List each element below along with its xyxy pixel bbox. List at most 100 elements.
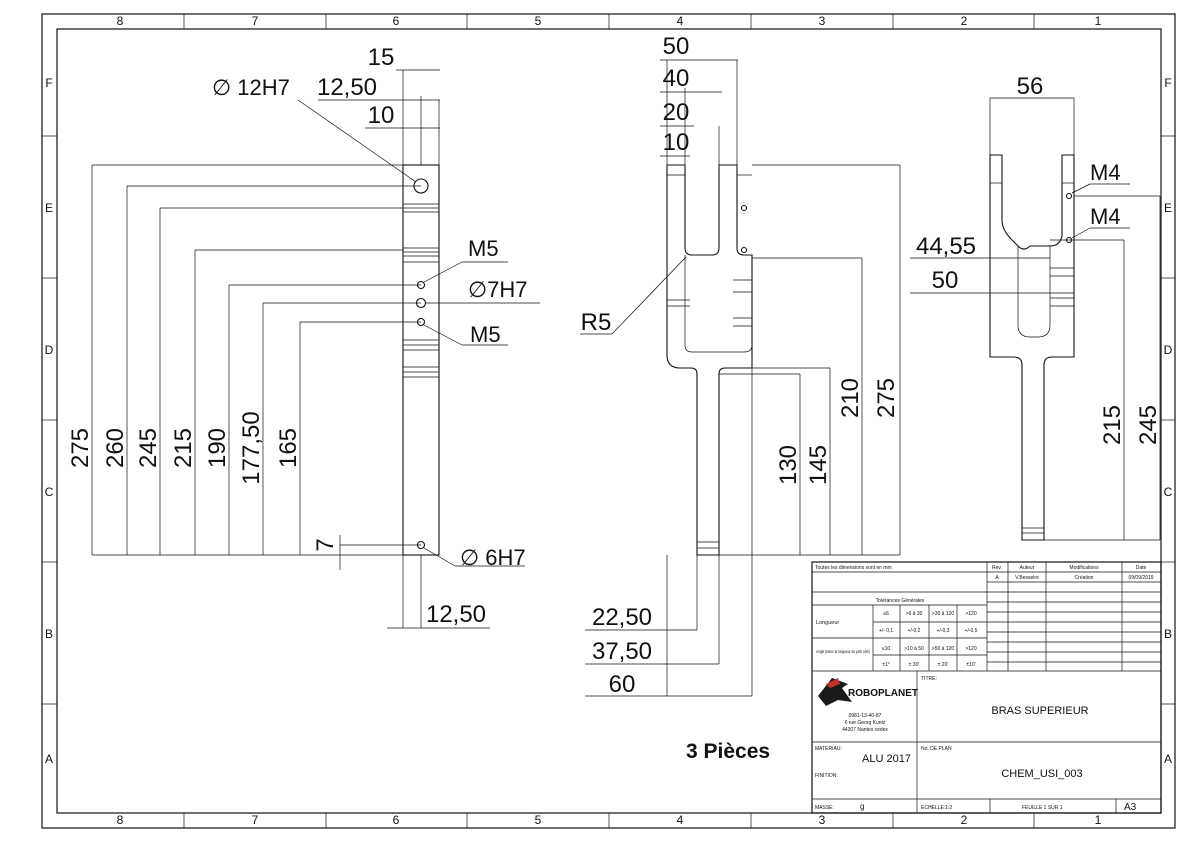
dim-7: 7 [312, 538, 339, 551]
angle-tol: ±10' [966, 662, 975, 668]
dim-50-right: 50 [932, 267, 959, 294]
col-label-top: 1 [1095, 14, 1102, 28]
feuille: FEUILLE 1 SUR 1 [1022, 805, 1063, 811]
auteur-header: Auteur [1020, 565, 1035, 571]
grid-ticks [42, 14, 1175, 828]
col-label-bottom: 3 [819, 813, 826, 827]
callout-m5-upper: M5 [468, 236, 499, 261]
dim-177-50: 177,50 [238, 411, 265, 484]
col-label-bottom: 5 [535, 813, 542, 827]
dim-12-50-bottom: 12,50 [426, 601, 486, 628]
left-view: 15 12,50 10 12,50 ∅ 12H7 M5 ∅7H7 M5 ∅ 6H… [67, 44, 540, 629]
rev-header: Rev. [992, 565, 1002, 571]
row-label-left: D [45, 343, 54, 357]
callout-m5-lower: M5 [470, 322, 501, 347]
dim-r5: R5 [581, 309, 612, 336]
company-name: ROBOPLANET [848, 688, 918, 699]
dim-56: 56 [1017, 73, 1044, 100]
callout-7h7: ∅7H7 [468, 277, 528, 302]
col-label-bottom: 1 [1095, 813, 1102, 827]
materiau-label: MATERIAU: [815, 746, 842, 752]
longueur-range: >6 à 30 [906, 611, 923, 617]
rev-value: A [995, 575, 999, 581]
row-label-right: F [1164, 76, 1171, 90]
date-value: 09/09/2019 [1128, 575, 1153, 581]
dim-145: 145 [805, 445, 832, 485]
angle-tol: ±1° [882, 662, 890, 668]
dim-22-50: 22,50 [592, 604, 652, 631]
finition-label: FINITION: [815, 773, 838, 779]
angle-range: >120 [965, 646, 976, 652]
dim-130: 130 [775, 445, 802, 485]
right-part-outline [989, 154, 1075, 541]
dim-50-mid: 50 [663, 33, 690, 60]
drawing-title: BRAS SUPERIEUR [991, 705, 1088, 717]
outer-frame [41, 13, 1176, 829]
angle-range: >10 à 50 [904, 646, 924, 652]
col-label-top: 7 [252, 14, 259, 28]
quantity-note: 3 Pièces [686, 740, 770, 763]
angle-label: Angle (selon la longueur du petit côté) [816, 649, 870, 654]
company-address-1: 6 rue Georg Kuntz [845, 720, 886, 726]
dim-15: 15 [368, 44, 395, 71]
angle-range: >50 à 120 [932, 646, 955, 652]
angle-range: ≤10 [882, 646, 891, 652]
longueur-tol: +/-0,2 [908, 628, 921, 634]
row-label-left: C [45, 485, 54, 499]
tolerances-title: Tolérances Générales [876, 598, 925, 604]
dim-215-right: 215 [1099, 405, 1126, 445]
col-label-bottom: 2 [961, 813, 968, 827]
row-label-left: F [45, 76, 52, 90]
dim-20-mid: 20 [663, 99, 690, 126]
dim-44-55: 44,55 [916, 233, 976, 260]
dim-40-mid: 40 [663, 65, 690, 92]
col-label-top: 2 [961, 14, 968, 28]
col-label-top: 6 [393, 14, 400, 28]
titre-label: TITRE: [921, 676, 937, 682]
longueur-tol: +/-0,3 [937, 628, 950, 634]
dim-165: 165 [275, 428, 302, 468]
col-label-bottom: 6 [393, 813, 400, 827]
left-part-outline [402, 164, 440, 556]
middle-view: 50 40 20 10 22,50 37,50 60 R5 130 145 21… [580, 33, 901, 698]
angle-tol: ± 30' [909, 662, 920, 668]
auteur-value: V.Besselre [1015, 575, 1039, 581]
col-label-top: 4 [677, 14, 684, 28]
row-label-right: D [1164, 343, 1173, 357]
dim-245-right: 245 [1135, 405, 1162, 445]
col-label-bottom: 4 [677, 813, 684, 827]
row-label-right: C [1164, 485, 1173, 499]
callout-m4-upper: M4 [1090, 160, 1121, 185]
plan-label: No. DE PLAN [921, 746, 952, 752]
masse-label: MASSE: [815, 805, 834, 811]
col-label-bottom: 7 [252, 813, 259, 827]
callout-6h7: ∅ 6H7 [460, 545, 526, 570]
format: A3 [1124, 802, 1137, 813]
longueur-tol: +/-0,5 [965, 628, 978, 634]
col-label-top: 3 [819, 14, 826, 28]
callout-m4-lower: M4 [1090, 204, 1121, 229]
row-label-left: B [45, 627, 53, 641]
dim-12-50-top: 12,50 [317, 74, 377, 101]
roboplanet-logo: ROBOPLANET [818, 678, 918, 706]
dim-275-mid: 275 [873, 378, 900, 418]
row-label-left: E [45, 201, 53, 215]
row-label-right: A [1164, 752, 1172, 766]
masse-unit: g [860, 802, 864, 811]
longueur-tol: +/- 0,1 [879, 628, 894, 634]
title-block: Toutes les dimensions sont en mm Rev. Au… [811, 561, 1162, 814]
dim-210: 210 [837, 378, 864, 418]
row-label-right: E [1164, 201, 1172, 215]
company-phone: 0981-13-40-87 [849, 713, 882, 719]
company-address-2: 44307 Nantes cedex [842, 727, 888, 733]
callout-12h7: ∅ 12H7 [212, 75, 290, 100]
longueur-range: ≤6 [883, 611, 889, 617]
longueur-label: Longueur [816, 620, 839, 626]
row-label-left: A [45, 752, 53, 766]
units-note: Toutes les dimensions sont en mm [815, 565, 892, 571]
mid-part-outline [666, 164, 753, 556]
dim-245-left: 245 [135, 428, 162, 468]
dim-190: 190 [204, 428, 231, 468]
dim-37-50: 37,50 [592, 638, 652, 665]
